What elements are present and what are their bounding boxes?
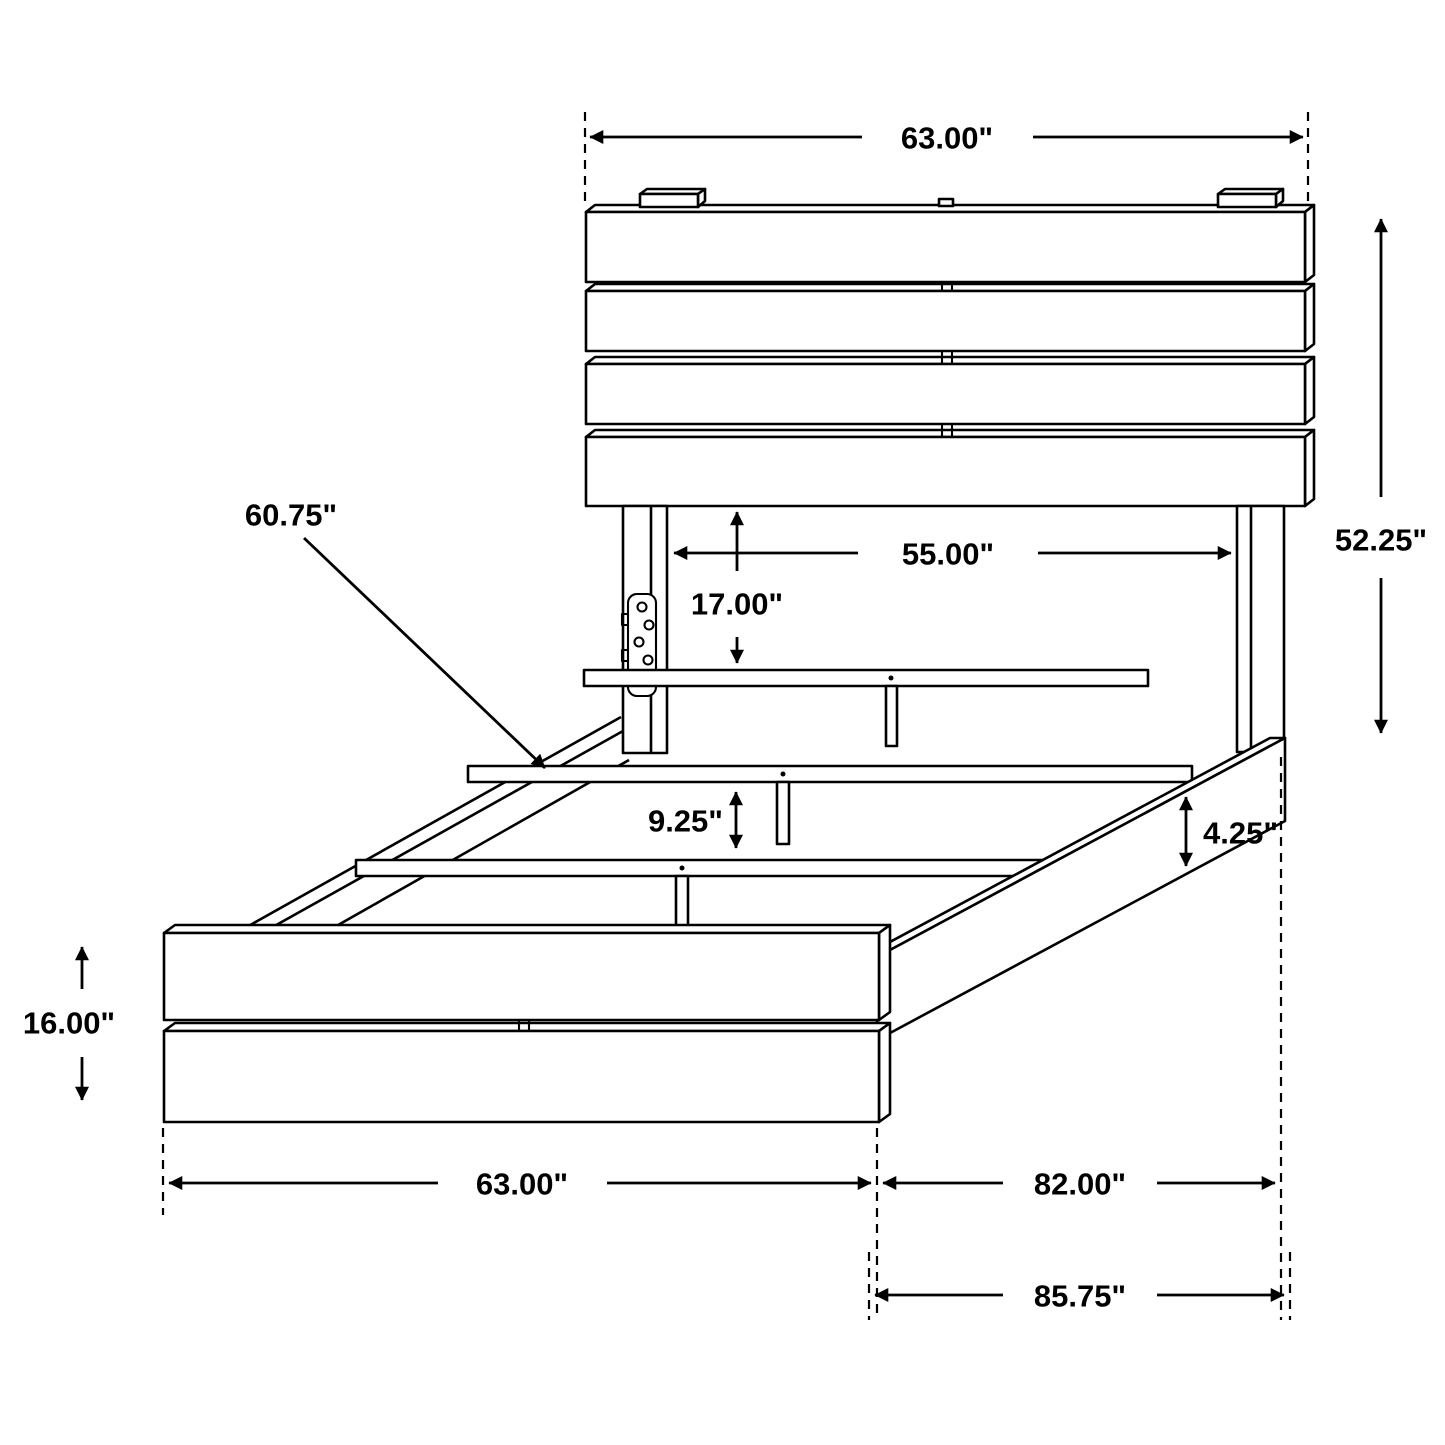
overall-length-label: 85.75" [1034, 1279, 1126, 1314]
dim-rail-height: 4.25" [1179, 796, 1278, 867]
dim-frame-length: 82.00" [882, 757, 1283, 1320]
dim-footboard-width: 63.00" [161, 1128, 879, 1320]
footboard-width-label: 63.00" [476, 1167, 568, 1202]
dim-headboard-clearance: 17.00" [691, 511, 783, 664]
inner-width-label: 55.00" [902, 537, 994, 572]
headboard-height-label: 52.25" [1335, 523, 1427, 558]
footboard-height-label: 16.00" [23, 1006, 115, 1041]
headboard [584, 187, 1316, 508]
left-side-rail [235, 715, 630, 935]
headboard-legs [621, 504, 1286, 755]
slat-length-label: 60.75" [245, 498, 337, 533]
slats [354, 668, 1194, 938]
frame-length-label: 82.00" [1034, 1167, 1126, 1202]
dim-overall-length: 85.75" [867, 1252, 1292, 1320]
slat-support-leg [775, 780, 791, 846]
rail-height-label: 4.25" [1203, 816, 1278, 851]
dim-footboard-height: 16.00" [23, 946, 115, 1101]
slat-support-leg [884, 684, 899, 748]
headboard-top-cleats [638, 187, 1285, 209]
dim-inner-width: 55.00" [673, 537, 1232, 572]
headboard-width-label: 63.00" [901, 121, 993, 156]
headboard-clearance-label: 17.00" [691, 587, 783, 622]
dim-headboard-width: 63.00" [583, 112, 1310, 206]
leader-line [303, 536, 546, 770]
slat-support-height-label: 9.25" [648, 804, 723, 839]
dim-headboard-height: 52.25" [1335, 218, 1427, 734]
footboard [162, 923, 892, 1124]
dim-slat-support-height: 9.25" [648, 791, 743, 849]
dim-slat-length: 60.75" [245, 498, 546, 770]
